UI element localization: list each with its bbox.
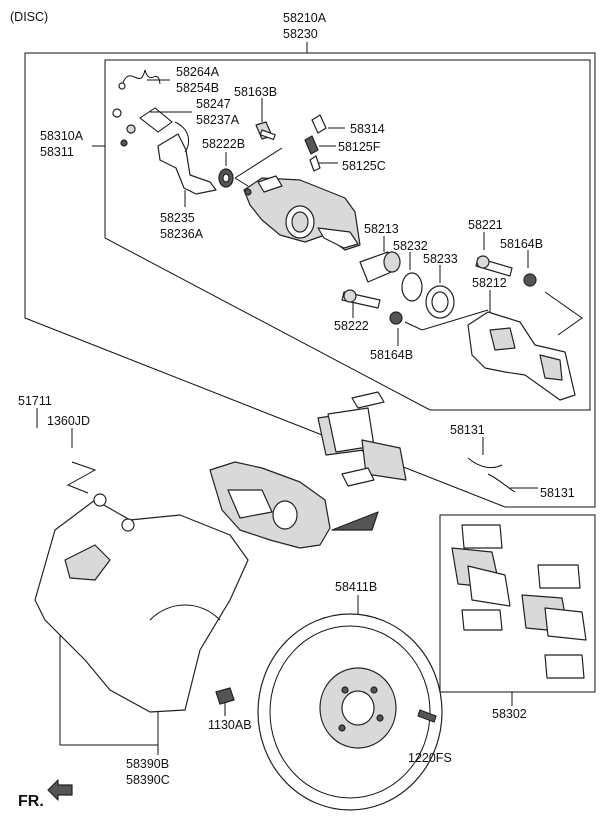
guide-pin-right-part — [475, 255, 513, 277]
pad-kit-part — [451, 524, 587, 679]
bracket-part — [120, 121, 217, 195]
label-58164b-right: 58164B — [500, 237, 543, 251]
label-58314: 58314 — [350, 122, 385, 136]
label-58390b: 58390B — [126, 757, 169, 771]
label-1220fs: 1220FS — [408, 751, 452, 765]
dust-boot-part — [425, 285, 455, 319]
label-58235: 58235 — [160, 211, 195, 225]
label-58213: 58213 — [364, 222, 399, 236]
pad-kit-frame — [439, 514, 596, 693]
label-58125c: 58125C — [342, 159, 386, 173]
label-51711: 51711 — [18, 394, 52, 408]
bolt-part — [255, 121, 276, 141]
label-58264a: 58264A — [176, 65, 220, 79]
label-58237a: 58237A — [196, 113, 240, 127]
disc-rotor-part — [257, 613, 443, 811]
label-58302: 58302 — [492, 707, 527, 721]
label-58254b: 58254B — [176, 81, 219, 95]
label-58163b: 58163B — [234, 85, 277, 99]
label-58212: 58212 — [472, 276, 507, 290]
backing-plate-part — [34, 493, 249, 713]
label-58131-bottom: 58131 — [540, 486, 575, 500]
label-58233: 58233 — [423, 252, 458, 266]
label-58210a: 58210A — [283, 11, 327, 25]
label-58390c: 58390C — [126, 773, 170, 787]
piston-part — [359, 251, 401, 283]
caliper-assembly-frame — [24, 52, 596, 508]
label-58221: 58221 — [468, 218, 503, 232]
fr-arrow-icon — [47, 779, 73, 801]
brake-pads-part — [317, 391, 407, 487]
label-58222: 58222 — [334, 319, 369, 333]
label-58131-top: 58131 — [450, 423, 485, 437]
spring-part — [118, 69, 161, 90]
label-58125f: 58125F — [338, 140, 381, 154]
label-58232: 58232 — [393, 239, 428, 253]
screw-1220-part — [417, 709, 437, 723]
fr-label: FR. — [18, 793, 44, 810]
label-58310a: 58310A — [40, 129, 84, 143]
bolt-1130-part — [215, 687, 235, 705]
caliper-body-part — [243, 175, 361, 251]
label-58311: 58311 — [40, 145, 74, 159]
label-58230: 58230 — [283, 27, 318, 41]
pin-boot-part — [389, 273, 537, 325]
label-1130ab: 1130AB — [208, 718, 252, 732]
caliper-carrier-part — [467, 311, 576, 401]
piston-seal-part — [401, 272, 423, 302]
caliper-assembly-part — [209, 461, 379, 549]
guide-pin-part — [341, 289, 381, 309]
wear-sensor-part — [467, 457, 516, 493]
label-58247: 58247 — [196, 97, 231, 111]
label-58411b: 58411B — [335, 580, 377, 594]
bleeder-screw-part — [304, 114, 327, 172]
label-58222b: 58222B — [202, 137, 245, 151]
wire-clip-part — [112, 107, 173, 134]
label-58164b-left: 58164B — [370, 348, 413, 362]
grommet-part — [218, 168, 234, 188]
caliper-detail-frame — [104, 59, 591, 411]
label-58236a: 58236A — [160, 227, 204, 241]
disc-label: (DISC) — [10, 10, 48, 24]
label-1360jd: 1360JD — [47, 414, 90, 428]
